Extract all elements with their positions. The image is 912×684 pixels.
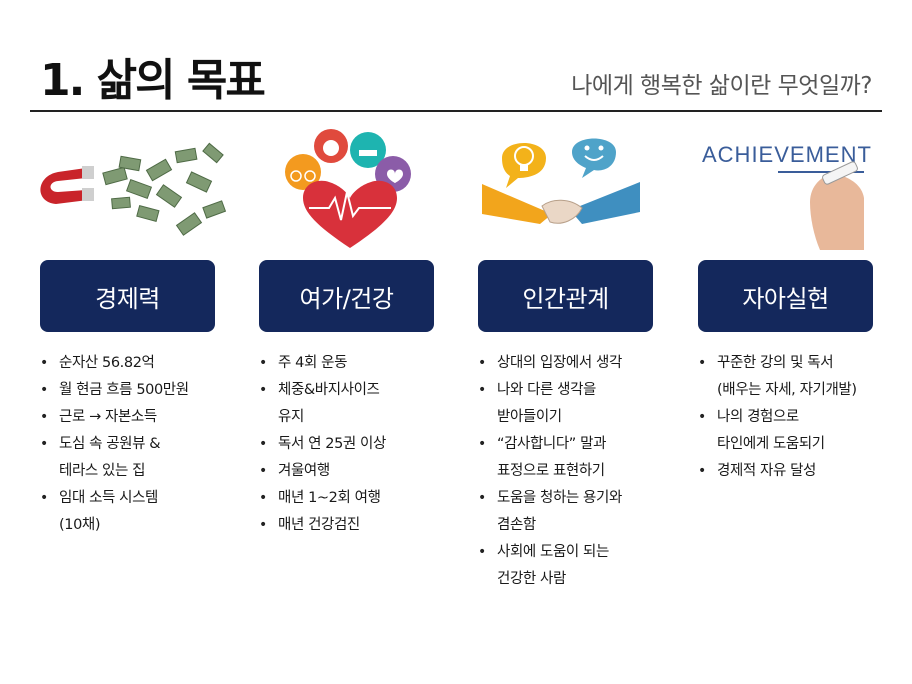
list-item: 독서 연 25권 이상 (255, 431, 465, 458)
handshake-icon (541, 199, 583, 224)
column-economy: 경제력 순자산 56.82억 월 현금 흐름 500만원 근로 → 자본소득 도… (28, 128, 227, 533)
category-label: 인간관계 (478, 260, 653, 332)
list-item: 주 4회 운동 (255, 350, 465, 377)
list-item: 월 현금 흐름 500만원 (36, 377, 246, 404)
magnet-icon (40, 166, 94, 204)
hand-with-marker-icon (810, 174, 864, 250)
page-title: 1. 삶의 목표 (40, 55, 266, 106)
list-item: 매년 1~2회 여행 (255, 485, 465, 512)
list-item: 꾸준한 강의 및 독서(배우는 자세, 자기개발) (694, 350, 904, 404)
list-item: 경제적 자유 달성 (694, 458, 904, 485)
smiley-bubble-icon (572, 138, 616, 178)
column-self-actualization: ACHIEVEMENT 자아실현 꾸준한 강의 및 독서(배우는 자세, 자기개… (686, 128, 876, 485)
achievement-illustration: ACHIEVEMENT (686, 128, 876, 250)
achievement-handwriting: ACHIEVEMENT (702, 142, 872, 167)
category-label: 여가/건강 (259, 260, 434, 332)
title-divider (30, 110, 882, 112)
handshake-illustration (466, 128, 656, 250)
category-label: 경제력 (40, 260, 215, 332)
heart-icon (303, 180, 397, 248)
bullet-list: 순자산 56.82억 월 현금 흐름 500만원 근로 → 자본소득 도심 속 … (36, 350, 246, 539)
page-subtitle: 나에게 행복한 삶이란 무엇일까? (571, 73, 872, 99)
magnet-money-illustration (28, 128, 227, 250)
list-item: 매년 건강검진 (255, 512, 465, 539)
list-item: 근로 → 자본소득 (36, 404, 246, 431)
list-item: 임대 소득 시스템(10채) (36, 485, 246, 539)
list-item: 순자산 56.82억 (36, 350, 246, 377)
category-label: 자아실현 (698, 260, 873, 332)
health-heart-illustration (247, 128, 437, 250)
list-item: 상대의 입장에서 생각 (474, 350, 684, 377)
list-item: 도심 속 공원뷰 &테라스 있는 집 (36, 431, 246, 485)
list-item: 겨울여행 (255, 458, 465, 485)
